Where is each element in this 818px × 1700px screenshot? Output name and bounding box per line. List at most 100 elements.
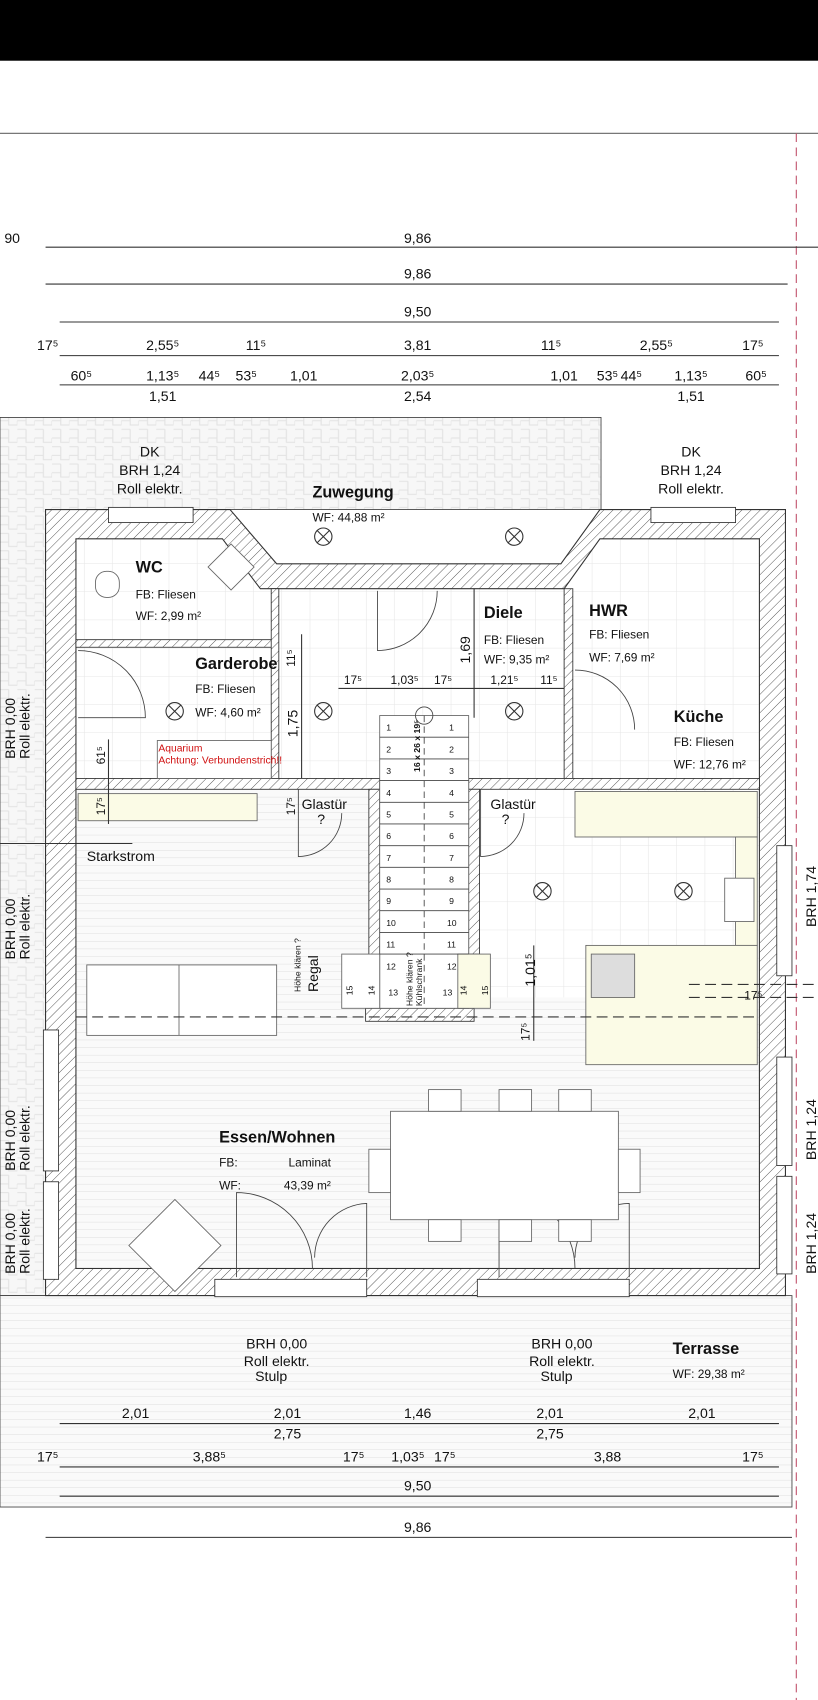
shelf-left — [341, 953, 381, 1009]
dim-top-4: 3,81 — [404, 337, 432, 353]
window-label: BRH 1,24 — [803, 1213, 818, 1274]
dim-top-4: 17⁵ — [37, 337, 59, 353]
regal-label: Regal — [305, 955, 321, 992]
dim-top-5-sub: 1,51 — [149, 388, 177, 404]
room-name-hwr: HWR — [589, 602, 628, 620]
window-label: BRH 1,24 — [803, 1099, 818, 1160]
window-label: BRH 0,00 — [2, 1110, 18, 1171]
room-floor: FB: Fliesen — [589, 628, 649, 642]
step-number: 11 — [447, 940, 456, 950]
wc-toilet — [95, 570, 120, 598]
step-number: 2 — [449, 744, 454, 754]
sofa — [86, 964, 278, 1036]
dining-table — [390, 1110, 619, 1221]
light-icon — [533, 881, 552, 901]
dim-text: 1,69 — [457, 636, 473, 664]
room-area: WF: 29,38 m² — [673, 1367, 745, 1381]
window-label: Roll elektr. — [16, 1105, 32, 1171]
room-area-label: WF: — [219, 1178, 241, 1192]
dim-top-1: 9,86 — [404, 230, 432, 246]
room-area: WF: 44,88 m² — [312, 510, 384, 524]
step-number: 13 — [388, 987, 398, 997]
room-name-wc: WC — [136, 558, 163, 576]
kitchen-sink — [724, 877, 755, 922]
room-area: WF: 7,69 m² — [589, 650, 655, 664]
dim-text: 2,01 — [688, 1405, 716, 1421]
dim-text: 9,50 — [404, 1478, 432, 1494]
window-label: BRH 0,00 — [2, 698, 18, 759]
dim-text: 1,46 — [404, 1405, 432, 1421]
light-icon — [674, 881, 693, 901]
dim-text: 1,75 — [284, 710, 300, 738]
dim-text: 1,03⁵ — [391, 1448, 424, 1464]
room-floor: FB: Fliesen — [674, 735, 734, 749]
dim-top-5: 2,03⁵ — [401, 368, 434, 384]
dim-top-4: 17⁵ — [742, 337, 764, 353]
dim-text: 17⁵ — [94, 797, 108, 815]
top-dimensions: 90 9,86 9,86 9,50 17⁵ 2,55⁵ 11⁵ 3,81 11⁵… — [4, 230, 818, 404]
room-area: WF: 2,99 m² — [136, 609, 202, 623]
window-label: BRH 0,00 — [2, 898, 18, 959]
windows — [42, 506, 793, 1298]
room-name-essen-wohnen: Essen/Wohnen — [219, 1129, 335, 1147]
room-floor: FB: Fliesen — [136, 587, 196, 601]
room-area: WF: 12,76 m² — [674, 758, 746, 772]
dim-top-3: 9,50 — [404, 304, 432, 320]
armchair — [128, 1198, 222, 1293]
window-label: Roll elektr. — [16, 693, 32, 759]
window-label: BRH 1,74 — [803, 866, 818, 927]
room-area: WF: 9,35 m² — [484, 653, 550, 667]
ceiling-lights — [165, 527, 693, 901]
window-label: BRH 0,00 — [531, 1336, 592, 1352]
dim-text: 17⁵ — [434, 1448, 456, 1464]
dim-top-4: 11⁵ — [541, 337, 561, 353]
light-icon — [505, 527, 524, 546]
room-floor-label: FB: — [219, 1156, 238, 1170]
glastuer-label: Glastür — [490, 796, 536, 812]
dim-text: 1,21⁵ — [490, 673, 518, 687]
step-number: 4 — [449, 788, 454, 798]
light-icon — [505, 702, 524, 721]
window-label: BRH 0,00 — [246, 1336, 307, 1352]
top-black-bar — [0, 0, 818, 61]
dim-text: 17⁵ — [343, 1448, 365, 1464]
bottom-dimensions: 2,01 2,01 1,46 2,01 2,01 2,75 2,75 17⁵ 3… — [37, 1405, 792, 1538]
dim-top-5-sub: 1,51 — [677, 388, 705, 404]
dim-text: 61⁵ — [94, 746, 108, 764]
glastuer-label: Glastür — [302, 796, 348, 812]
dim-top-5-sub: 2,54 — [404, 388, 432, 404]
window-label: Roll elektr. — [658, 480, 724, 496]
step-number: 7 — [386, 853, 391, 863]
step-number: 10 — [386, 918, 396, 928]
dim-top-5: 1,13⁵ — [674, 368, 707, 384]
room-area: WF: 4,60 m² — [195, 706, 261, 720]
glastuer-label: ? — [502, 811, 510, 827]
stair-spec: 16 x 26 x 19⁵ — [412, 720, 422, 772]
note-aquarium: Aquarium — [158, 743, 202, 754]
dim-top-5: 1,01 — [290, 368, 318, 384]
dim-text: 11⁵ — [284, 649, 298, 666]
step-number: 2 — [386, 744, 391, 754]
dim-text: 2,75 — [536, 1426, 564, 1442]
step-number: 4 — [386, 788, 391, 798]
step-number: 8 — [386, 875, 391, 885]
light-icon — [165, 702, 184, 721]
note-starkstrom: Starkstrom — [87, 848, 155, 864]
dim-top-4: 11⁵ — [246, 337, 266, 353]
dim-top-5: 53⁵ — [597, 368, 619, 384]
dim-text: 2,01 — [536, 1405, 564, 1421]
garderobe-aquarium — [156, 740, 272, 779]
dim-left-cut: 90 — [4, 230, 20, 246]
window-label: BRH 1,24 — [119, 462, 180, 478]
step-number: 5 — [449, 809, 454, 819]
dim-text: 2,75 — [274, 1426, 302, 1442]
dim-text: 3,88 — [594, 1448, 622, 1464]
kitchen-counter-top — [574, 791, 758, 838]
window-label: Stulp — [255, 1368, 287, 1384]
step-number: 1 — [386, 723, 391, 733]
window-label: Roll elektr. — [529, 1353, 595, 1369]
dim-top-5: 53⁵ — [236, 368, 258, 384]
shelf-number: 14 — [458, 985, 468, 995]
step-number: 10 — [447, 918, 457, 928]
